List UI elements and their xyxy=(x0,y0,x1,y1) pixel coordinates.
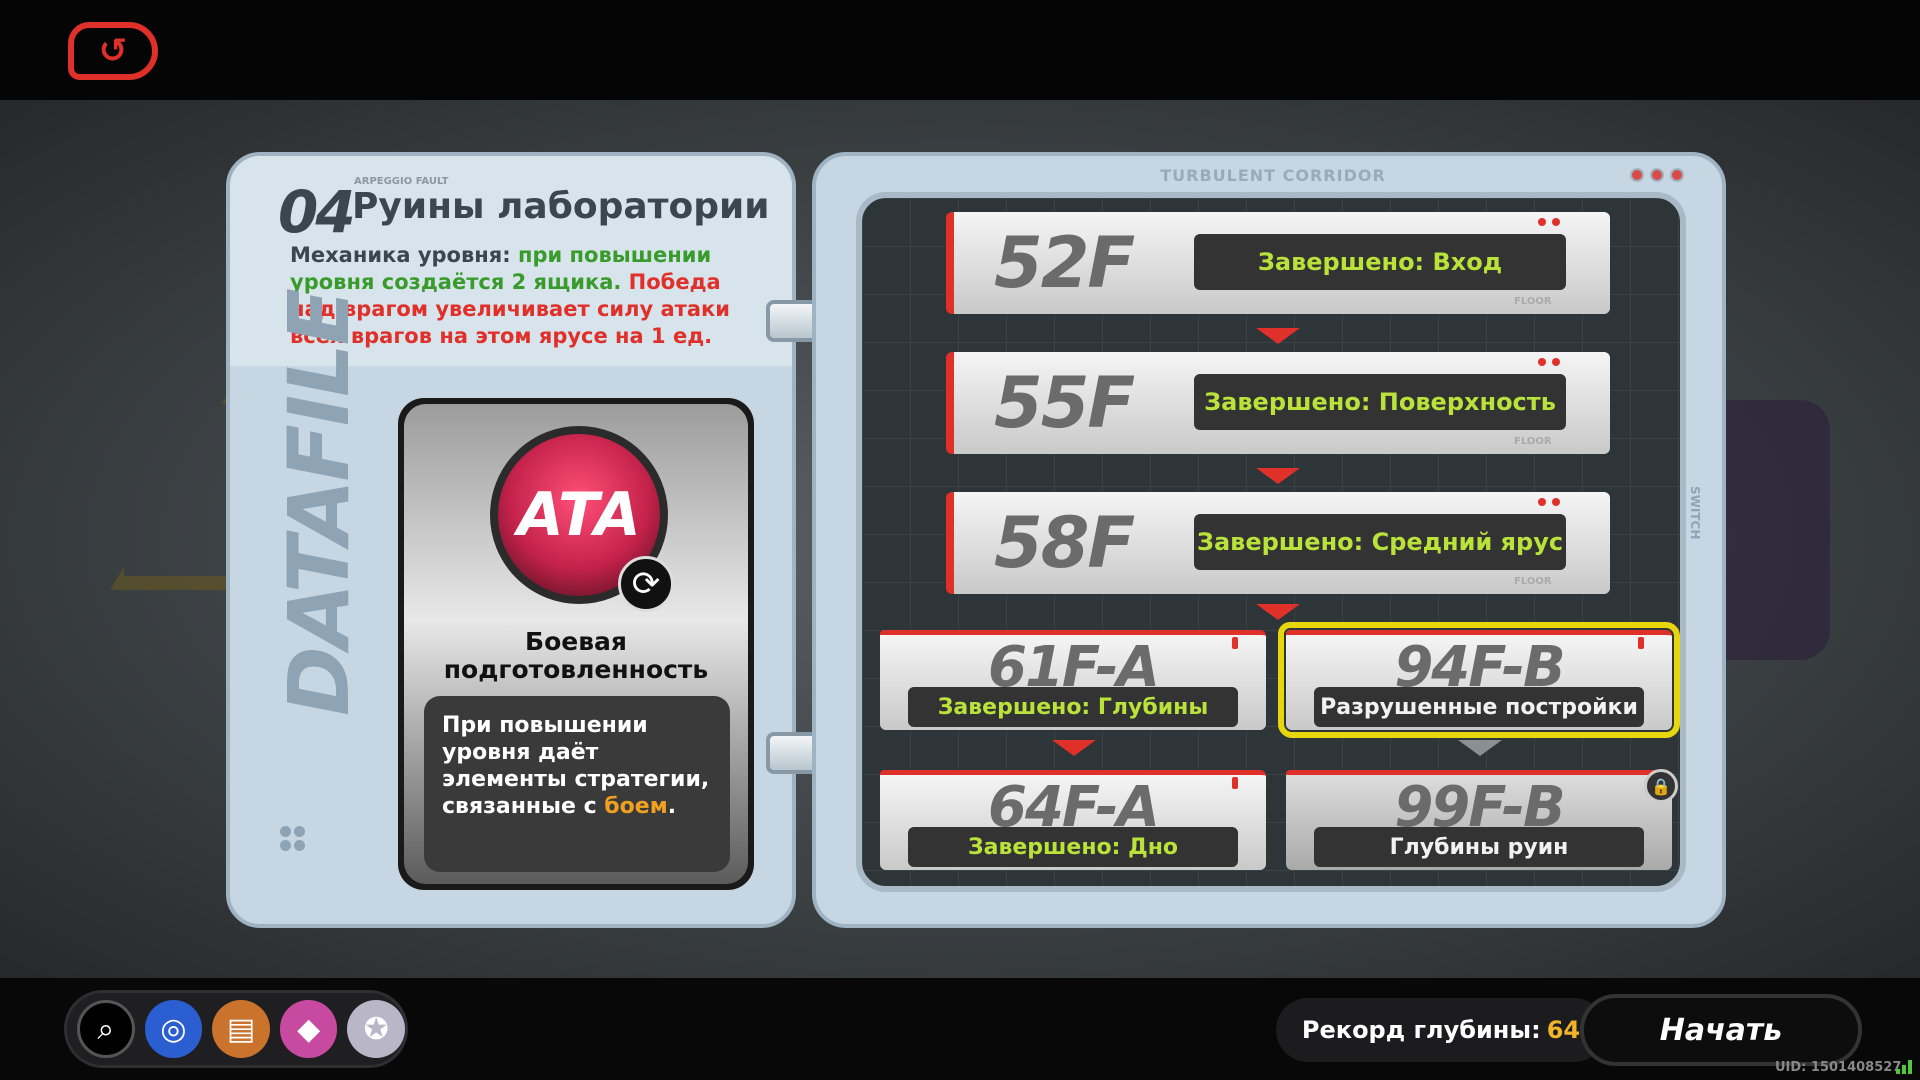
corridor-label: TURBULENT CORRIDOR xyxy=(1160,166,1386,185)
back-arrow-icon: ↺ xyxy=(98,31,128,71)
panel-lights xyxy=(1630,168,1684,182)
quick-dock: ⌕ ◎ ▤ ◆ ✪ xyxy=(64,990,408,1068)
floor-board: 52F Завершено: Вход FLOOR 55F Завершено:… xyxy=(856,192,1686,892)
depth-record-value: 64 xyxy=(1546,1016,1581,1044)
search-icon[interactable]: ⌕ xyxy=(77,1000,135,1058)
depth-record: Рекорд глубины: 64 xyxy=(1276,998,1606,1062)
level-header: 04 ARPEGGIO FAULT Руины лаборатории Меха… xyxy=(230,156,792,366)
mechanic-red-text: Победа над врагом увеличивает силу атаки… xyxy=(290,270,730,348)
uid-label: UID: 1501408527 xyxy=(1775,1060,1902,1075)
bag-icon[interactable]: ◆ xyxy=(279,1000,338,1058)
buff-card[interactable]: ATA ⟳ Боевая подготовленность При повыше… xyxy=(398,398,754,890)
start-button[interactable]: Начать xyxy=(1580,994,1862,1066)
route-arrow xyxy=(1256,468,1300,484)
buff-description: При повышении уровня даёт элементы страт… xyxy=(424,696,730,872)
floor-number: 58F xyxy=(994,502,1135,584)
mechanic-green-text: при повышении уровня создаётся 2 ящика. xyxy=(290,243,712,294)
back-button[interactable]: ↺ xyxy=(68,22,158,80)
top-bar: ↺ xyxy=(0,0,1920,100)
datafile-label: DATAFILE xyxy=(270,289,368,716)
floor-label: Завершено: Поверхность xyxy=(1194,374,1566,430)
floor-55f[interactable]: 55F Завершено: Поверхность FLOOR xyxy=(946,352,1610,454)
route-arrow xyxy=(1256,328,1300,344)
floor-label: Завершено: Дно xyxy=(908,827,1238,867)
lock-icon: 🔒 xyxy=(1644,769,1678,803)
dots-decor xyxy=(280,826,306,852)
level-info-panel: 04 ARPEGGIO FAULT Руины лаборатории Меха… xyxy=(226,152,796,928)
cards-icon[interactable]: ▤ xyxy=(212,1000,270,1058)
floor-52f[interactable]: 52F Завершено: Вход FLOOR xyxy=(946,212,1610,314)
floor-label: Разрушенные постройки xyxy=(1314,687,1644,727)
floor-64f-a[interactable]: 64F-A Завершено: Дно xyxy=(880,770,1266,870)
mechanic-prefix: Механика уровня: xyxy=(290,243,518,267)
route-arrow xyxy=(1052,740,1096,756)
level-subtitle: ARPEGGIO FAULT xyxy=(354,176,449,187)
signal-icon xyxy=(1896,1060,1912,1074)
route-arrow xyxy=(1256,604,1300,620)
floor-route-panel: TURBULENT CORRIDOR SWITCH ▶ 52F Завершен… xyxy=(812,152,1726,928)
refresh-icon[interactable]: ⟳ xyxy=(618,556,674,612)
floor-label: Глубины руин xyxy=(1314,827,1644,867)
floor-58f[interactable]: 58F Завершено: Средний ярус FLOOR xyxy=(946,492,1610,594)
level-mechanic-text: Механика уровня: при повышении уровня со… xyxy=(290,242,770,350)
floor-99f-b[interactable]: 99F-B Глубины руин 🔒 xyxy=(1286,769,1678,870)
floor-label: Завершено: Глубины xyxy=(908,687,1238,727)
level-title: Руины лаборатории xyxy=(352,186,770,227)
floor-number: 55F xyxy=(994,362,1135,444)
floor-label: Завершено: Средний ярус xyxy=(1194,514,1566,570)
badge-icon[interactable]: ✪ xyxy=(347,1000,406,1058)
route-arrow-locked xyxy=(1458,740,1502,756)
buff-name: Боевая подготовленность xyxy=(443,627,709,684)
depth-record-label: Рекорд глубины: xyxy=(1301,1016,1541,1044)
floor-61f-a[interactable]: 61F-A Завершено: Глубины xyxy=(880,630,1266,730)
floor-94f-b[interactable]: 94F-B Разрушенные постройки xyxy=(1278,622,1680,738)
globe-icon[interactable]: ◎ xyxy=(144,1000,203,1058)
level-number: 04 xyxy=(278,178,356,246)
floor-label: Завершено: Вход xyxy=(1194,234,1566,290)
floor-number: 52F xyxy=(994,222,1135,304)
